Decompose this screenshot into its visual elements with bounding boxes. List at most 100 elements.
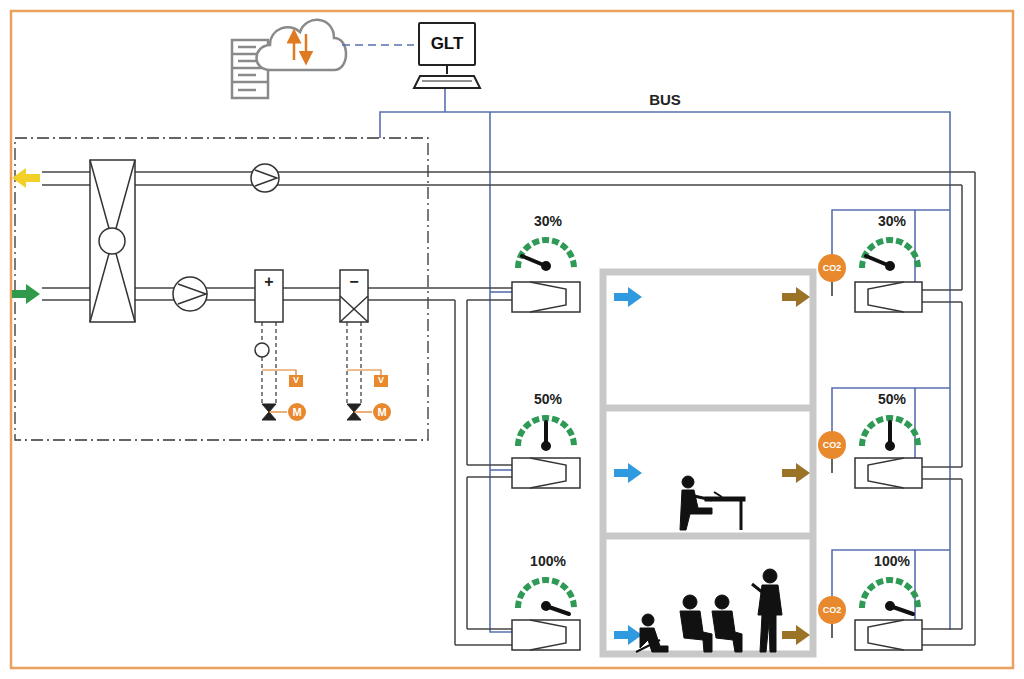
gauge-needle — [543, 443, 549, 449]
percent-value: 30% — [878, 214, 906, 229]
heat-recovery — [90, 160, 135, 322]
percent-value: 50% — [878, 391, 906, 407]
gauge-dial — [518, 240, 918, 608]
fan — [251, 164, 279, 192]
gauge-needle — [887, 443, 893, 449]
heating-coil — [255, 270, 283, 322]
volume-damper — [530, 282, 566, 312]
pump — [255, 343, 269, 357]
actuator-link — [262, 370, 381, 412]
sensor-stem — [831, 623, 833, 638]
actuator-link — [262, 370, 296, 375]
cloud-icon — [305, 34, 308, 58]
duct — [922, 644, 975, 646]
person-silhouette — [752, 584, 762, 592]
extract-air-arrow — [782, 287, 810, 645]
actuator-letter: V — [293, 376, 299, 386]
gauge-dial — [862, 240, 918, 268]
cloud-icon — [257, 20, 347, 70]
gauge-needle — [887, 263, 893, 269]
cooling-coil — [340, 270, 368, 322]
duct — [42, 184, 962, 186]
network-link — [342, 44, 414, 46]
duct — [922, 466, 962, 468]
person-silhouette — [636, 476, 782, 652]
bus-label: BUS — [649, 92, 681, 109]
cooling-coil — [340, 296, 368, 322]
control-valve — [262, 404, 361, 420]
sensor-label: CO2 — [823, 440, 842, 450]
duct — [42, 171, 975, 173]
bus-label: BUS — [649, 91, 681, 108]
actuator-link — [347, 370, 381, 375]
duct — [466, 300, 468, 465]
fan — [255, 170, 277, 186]
hydraulic-line — [360, 322, 361, 404]
bus-line — [915, 210, 950, 282]
sensor-stem — [831, 281, 833, 296]
bus-line — [490, 469, 512, 471]
percent-value: 100% — [530, 553, 566, 569]
monitor-stand — [414, 76, 480, 88]
control-valve — [347, 412, 361, 420]
gauge-dial — [862, 580, 918, 608]
gauge-dial — [518, 240, 574, 268]
volume-damper — [855, 282, 922, 312]
duct — [961, 479, 963, 629]
server-icon — [238, 46, 256, 49]
duct — [974, 172, 976, 645]
person-silhouette — [680, 490, 712, 530]
hydraulic-line — [262, 322, 361, 404]
bus-line — [444, 89, 446, 112]
duct — [922, 289, 962, 291]
ahu-housing — [15, 138, 428, 440]
monitor-screen: GLT — [418, 22, 476, 66]
percent-value: 100% — [530, 554, 566, 569]
duct — [467, 476, 512, 478]
co2-sensor: CO2 — [818, 596, 847, 625]
co2-sensor: CO2 — [818, 254, 847, 283]
control-valve — [347, 404, 361, 412]
duct — [961, 185, 963, 290]
extract-air-arrow — [782, 463, 810, 483]
duct — [467, 464, 512, 466]
hydraulic-line — [261, 322, 262, 343]
motor-letter: M — [292, 406, 301, 418]
heating-sign: + — [262, 273, 275, 291]
pump — [255, 343, 269, 357]
bus-line — [380, 89, 950, 632]
flow-arrow — [12, 168, 40, 304]
hydraulic-line — [275, 322, 276, 404]
person-silhouette — [705, 497, 745, 501]
extract-air-arrow — [782, 287, 810, 307]
cloud-icon — [257, 20, 347, 70]
duct — [454, 300, 456, 645]
bus-line — [915, 388, 950, 458]
hydraulic-line — [261, 357, 262, 404]
server-icon — [238, 89, 256, 92]
actuator-letter: V — [293, 375, 299, 385]
network-link — [342, 45, 414, 46]
hydraulic-line — [346, 322, 347, 404]
person-silhouette — [680, 611, 712, 652]
sensor-stem — [831, 281, 833, 638]
bus-line — [380, 112, 950, 630]
actuator — [289, 375, 303, 387]
person-silhouette — [636, 640, 660, 652]
bus-line — [915, 550, 950, 620]
volume-damper — [868, 458, 904, 488]
duct — [922, 478, 962, 480]
sensor-label: CO2 — [823, 605, 842, 615]
actuator-letter: V — [378, 376, 384, 386]
actuator — [373, 403, 391, 421]
person-silhouette — [642, 614, 654, 626]
sensor-label: CO2 — [823, 263, 842, 273]
supply-air-arrow — [614, 287, 642, 645]
cooling-coil — [340, 270, 368, 322]
volume-damper — [512, 282, 922, 650]
system-name: GLT — [431, 34, 464, 54]
gauge-needle — [543, 263, 549, 269]
server-icon — [238, 60, 256, 63]
bus-line — [490, 291, 512, 293]
volume-damper — [530, 620, 566, 650]
